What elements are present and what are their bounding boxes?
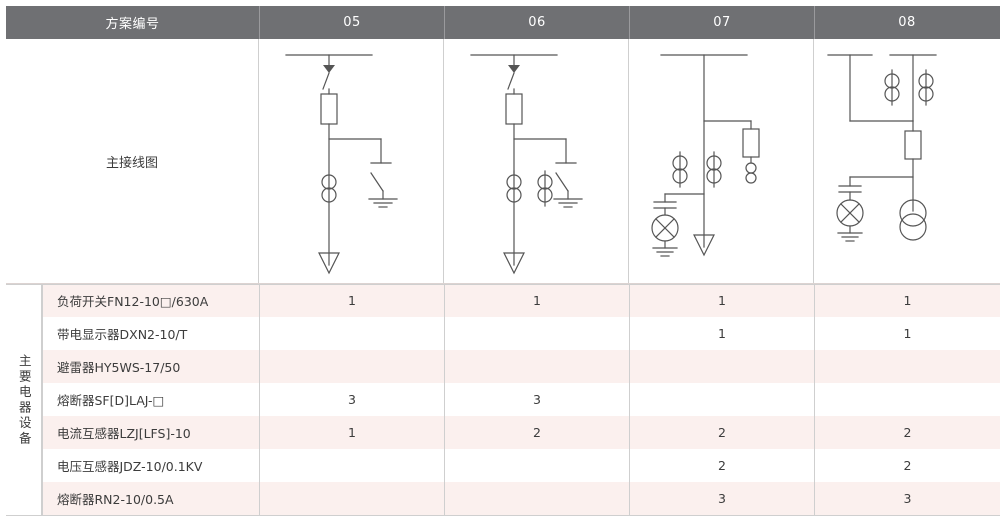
spec-value-05: 1 <box>260 416 445 449</box>
spec-value-08: 3 <box>903 491 912 506</box>
spec-value-05 <box>260 449 445 482</box>
spec-value-08 <box>815 350 1000 383</box>
spec-name: 熔断器RN2-10/0.5A <box>43 482 260 515</box>
group-label-text: 主要电器设备 <box>16 353 32 447</box>
diagram-row-label: 主接线图 <box>6 39 259 283</box>
diagram-06 <box>444 39 629 283</box>
spec-name: 负荷开关FN12-10□/630A <box>43 284 260 317</box>
table-row: 避雷器HY5WS-17/50 <box>6 350 1000 383</box>
table-row: 电流互感器LZJ[LFS]-10 1 2 2 2 <box>6 416 1000 449</box>
table-row: 负荷开关FN12-10□/630A 1 1 1 1 <box>6 284 1000 317</box>
header-col-05: 05 <box>259 6 444 39</box>
group-label-main-equipment: 主要电器设备 <box>6 284 42 516</box>
spec-value-05: 3 <box>260 383 445 416</box>
table-row: 电压互感器JDZ-10/0.1KV 2 2 <box>6 449 1000 482</box>
spec-value-06 <box>445 350 630 383</box>
table-row: 熔断器SF[D]LAJ-□ 3 3 <box>6 383 1000 416</box>
spec-value-06: 3 <box>445 383 630 416</box>
spec-name: 避雷器HY5WS-17/50 <box>43 350 260 383</box>
spec-value-07: 1 <box>630 284 815 317</box>
header-plan-label: 方案编号 <box>105 17 160 32</box>
table-row: 带电显示器DXN2-10/T 1 1 <box>6 317 1000 350</box>
spec-name: 带电显示器DXN2-10/T <box>43 317 260 350</box>
spec-value-08: 1 <box>903 293 912 308</box>
spec-top-divider <box>6 284 1000 285</box>
spec-value-07: 2 <box>630 449 815 482</box>
spec-value-08: 1 <box>903 326 912 341</box>
spec-bottom-divider <box>6 515 1000 516</box>
spec-name: 电压互感器JDZ-10/0.1KV <box>43 449 260 482</box>
diagram-08 <box>814 39 999 283</box>
table-body: 主接线图 <box>6 39 1000 515</box>
spec-value-06 <box>445 317 630 350</box>
spec-name: 电流互感器LZJ[LFS]-10 <box>43 416 260 449</box>
spec-value-06 <box>445 482 630 515</box>
spec-value-06: 1 <box>445 284 630 317</box>
header-col-06: 06 <box>444 6 629 39</box>
spec-name: 熔断器SF[D]LAJ-□ <box>43 383 260 416</box>
spec-value-07 <box>630 383 815 416</box>
header-col-08: 08 <box>814 6 999 39</box>
diagram-05 <box>259 39 444 283</box>
spec-value-08: 2 <box>903 458 912 473</box>
header-col-07: 07 <box>629 6 814 39</box>
spec-value-08 <box>815 383 1000 416</box>
diagram-07 <box>629 39 814 283</box>
spec-value-06: 2 <box>445 416 630 449</box>
table-row: 熔断器RN2-10/0.5A 3 3 <box>6 482 1000 515</box>
spec-value-07: 2 <box>630 416 815 449</box>
table-header: 方案编号 05 06 07 08 <box>6 6 1000 39</box>
spec-value-05 <box>260 482 445 515</box>
spec-value-06 <box>445 449 630 482</box>
spec-value-05 <box>260 317 445 350</box>
spec-value-07 <box>630 350 815 383</box>
spec-value-05 <box>260 350 445 383</box>
spec-value-07: 1 <box>630 317 815 350</box>
spec-value-07: 3 <box>630 482 815 515</box>
diagram-row: 主接线图 <box>6 39 1000 284</box>
spec-value-08: 2 <box>903 425 912 440</box>
spec-value-05: 1 <box>260 284 445 317</box>
